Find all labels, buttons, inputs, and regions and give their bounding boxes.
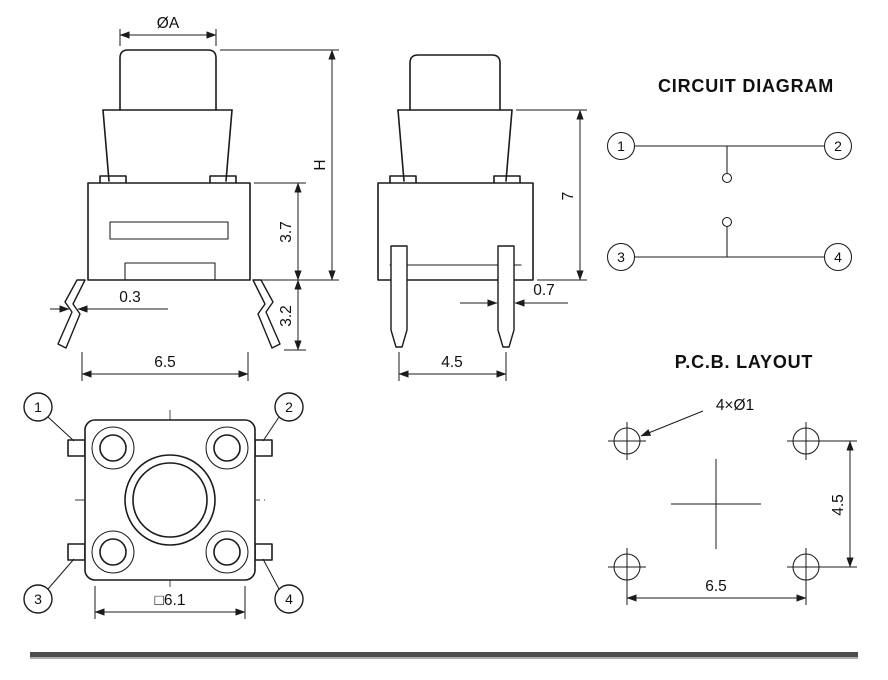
side-left-pin [390, 245, 408, 348]
dim-leg-span: 6.5 [154, 354, 176, 371]
bottom-corner-arc-1 [91, 426, 135, 470]
leader-line [47, 558, 75, 590]
dim-stem-body-height: 7 [560, 192, 577, 201]
bottom-body [84, 419, 256, 581]
dim-leg-height: 3.2 [278, 305, 295, 327]
side-tab-right [493, 175, 521, 184]
dim-total-height: H [312, 159, 329, 170]
pcb-hole-crosses [608, 422, 825, 586]
bottom-view [67, 419, 273, 581]
footer-divider [30, 652, 858, 657]
leader-line [262, 558, 280, 590]
front-stem-right [225, 109, 233, 182]
circuit-terminal-3 [606, 242, 636, 272]
circuit-terminal-2-label: 2 [834, 138, 842, 154]
side-stem-left [397, 109, 405, 182]
leader-line [262, 416, 280, 442]
dim-body-size: □6.1 [155, 592, 186, 609]
bottom-terminal-1-balloon [23, 392, 53, 422]
pcb-dimensions [626, 410, 857, 605]
leader-line [640, 410, 704, 437]
side-view [377, 54, 534, 348]
pcb-layout [608, 410, 857, 605]
pcb-hole-callout: 4×Ø1 [716, 397, 754, 414]
bottom-terminal-4-label: 4 [285, 591, 293, 607]
front-left-leg [57, 279, 86, 349]
bottom-button-outer [124, 454, 216, 546]
front-view [57, 49, 281, 349]
bottom-corner-arc-4 [205, 530, 249, 574]
bottom-view-callouts [23, 392, 304, 619]
side-right-pin [497, 245, 515, 348]
front-cap [119, 49, 217, 111]
circuit-terminal-1-label: 1 [617, 138, 625, 154]
front-housing-step [124, 262, 216, 281]
front-view-dimensions [50, 29, 339, 381]
bottom-terminal-4-balloon [274, 584, 304, 614]
circuit-terminal-2 [823, 131, 853, 161]
dim-cap-diameter: ØA [157, 15, 180, 32]
circuit-contact-bottom [721, 216, 733, 228]
bottom-corner-contact-3 [99, 538, 127, 566]
dim-hole-pitch-vertical: 4.5 [830, 494, 847, 516]
dim-body-height: 3.7 [278, 221, 295, 243]
circuit-terminal-4-label: 4 [834, 249, 842, 265]
bottom-terminal-tab-4 [254, 543, 273, 561]
bottom-button-inner [132, 462, 208, 538]
side-tab-left [389, 175, 417, 184]
circuit-diagram [606, 131, 853, 272]
dim-hole-pitch-horizontal: 6.5 [705, 578, 727, 595]
bottom-terminal-2-balloon [274, 392, 304, 422]
bottom-terminal-3-balloon [23, 584, 53, 614]
bottom-corner-contact-2 [213, 434, 241, 462]
bottom-terminal-tab-3 [67, 543, 86, 561]
side-stem-right [505, 109, 513, 182]
bottom-corner-arc-3 [91, 530, 135, 574]
front-housing [87, 182, 251, 281]
bottom-corner-arc-2 [205, 426, 249, 470]
footer-divider-shadow [30, 657, 858, 659]
front-tab-left [99, 175, 127, 184]
bottom-terminal-tab-2 [254, 439, 273, 457]
bottom-terminal-3-label: 3 [34, 591, 42, 607]
circuit-contact-top [721, 172, 733, 184]
circuit-terminal-1 [606, 131, 636, 161]
front-tab-right [209, 175, 237, 184]
dim-leg-thickness: 0.3 [119, 289, 141, 306]
circuit-terminal-4 [823, 242, 853, 272]
dim-pin-pitch: 4.5 [441, 354, 463, 371]
front-stem-left [102, 109, 110, 182]
bottom-corner-contact-1 [99, 434, 127, 462]
bottom-terminal-2-label: 2 [285, 399, 293, 415]
side-view-dimensions [398, 109, 587, 381]
bottom-terminal-tab-1 [67, 439, 86, 457]
leader-line [47, 416, 75, 442]
bottom-terminal-1-label: 1 [34, 399, 42, 415]
circuit-terminal-3-label: 3 [617, 249, 625, 265]
bottom-corner-contact-4 [213, 538, 241, 566]
pcb-layout-title: P.C.B. LAYOUT [675, 352, 813, 372]
circuit-diagram-title: CIRCUIT DIAGRAM [658, 76, 834, 96]
dim-pin-width: 0.7 [533, 282, 555, 299]
front-housing-band [109, 221, 229, 240]
side-cap [409, 54, 501, 111]
front-right-leg [252, 279, 281, 349]
